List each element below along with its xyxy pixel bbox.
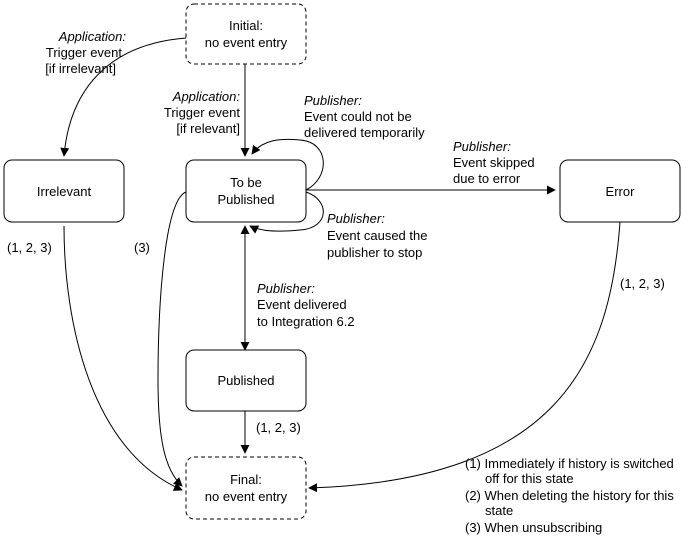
label-published-to-final: (1, 2, 3): [256, 420, 301, 435]
label-initial-to-irrelevant: Application: Trigger event [if irrelevan…: [45, 29, 126, 76]
node-irrelevant: Irrelevant: [3, 159, 125, 223]
label-loop-stop-line2: publisher to stop: [327, 245, 422, 260]
label-tbp-to-published-actor: Publisher:: [257, 281, 315, 296]
label-loop-temporary-line1: Event could not be: [304, 109, 412, 124]
legend-item2-line1: (2) When deleting the history for this: [465, 488, 674, 503]
node-error: Error: [559, 159, 681, 223]
node-published: Published: [185, 349, 307, 412]
label-initial-to-tbp-line2: [if relevant]: [176, 121, 240, 136]
node-to-be-published-line1: To be: [230, 175, 262, 190]
legend-item3: (3) When unsubscribing: [465, 520, 602, 535]
node-error-label: Error: [606, 184, 636, 199]
edge-irrelevant-to-final: [63, 225, 183, 491]
label-tbp-to-error: Publisher: Event skipped due to error: [453, 139, 535, 186]
label-irrelevant-to-final: (1, 2, 3): [7, 240, 52, 255]
label-loop-stop-actor: Publisher:: [327, 211, 385, 226]
label-initial-to-tbp-line1: Trigger event: [164, 105, 240, 120]
node-initial: Initial: no event entry: [185, 3, 307, 65]
label-initial-to-tbp-actor: Application:: [172, 89, 241, 104]
label-error-to-final: (1, 2, 3): [620, 276, 665, 291]
node-published-label: Published: [217, 373, 274, 388]
label-initial-to-irrelevant-line1: Trigger event: [46, 45, 122, 60]
node-irrelevant-label: Irrelevant: [37, 184, 92, 199]
edge-tbp-to-final: [157, 191, 187, 487]
label-tbp-to-final: (3): [134, 240, 150, 255]
label-loop-stop: Publisher: Event caused the publisher to…: [327, 211, 427, 260]
label-initial-to-irrelevant-line2: [if irrelevant]: [45, 61, 116, 76]
edge-loop-stop: [249, 191, 324, 234]
label-loop-temporary-actor: Publisher:: [304, 93, 362, 108]
label-tbp-to-published-line1: Event delivered: [257, 297, 347, 312]
label-tbp-to-published-line2: to Integration 6.2: [257, 314, 355, 329]
label-initial-to-tbp: Application: Trigger event [if relevant]: [164, 89, 240, 136]
label-tbp-to-error-line2: due to error: [453, 171, 521, 186]
label-loop-temporary: Publisher: Event could not be delivered …: [304, 93, 425, 140]
node-final-line2: no event entry: [205, 489, 288, 504]
label-tbp-to-published: Publisher: Event delivered to Integratio…: [257, 281, 355, 329]
label-tbp-to-error-actor: Publisher:: [453, 139, 511, 154]
node-final: Final: no event entry: [185, 456, 307, 520]
node-initial-line2: no event entry: [205, 35, 288, 50]
label-initial-to-irrelevant-actor: Application:: [58, 29, 127, 44]
edge-error-to-final: [308, 221, 621, 493]
node-initial-line1: Initial:: [229, 18, 263, 33]
legend-item1-line2: off for this state: [485, 471, 574, 486]
label-tbp-to-error-line1: Event skipped: [453, 155, 535, 170]
label-loop-temporary-line2: delivered temporarily: [304, 125, 425, 140]
edge-loop-temporary: [251, 138, 324, 191]
node-to-be-published-line2: Published: [217, 192, 274, 207]
legend: (1) Immediately if history is switched o…: [465, 456, 674, 535]
node-final-line1: Final:: [230, 472, 262, 487]
edge-initial-to-irrelevant: [60, 37, 187, 157]
legend-item1-line1: (1) Immediately if history is switched: [465, 456, 674, 471]
label-loop-stop-line1: Event caused the: [327, 228, 427, 243]
node-to-be-published: To be Published: [185, 159, 307, 223]
legend-item2-line2: state: [485, 503, 513, 518]
